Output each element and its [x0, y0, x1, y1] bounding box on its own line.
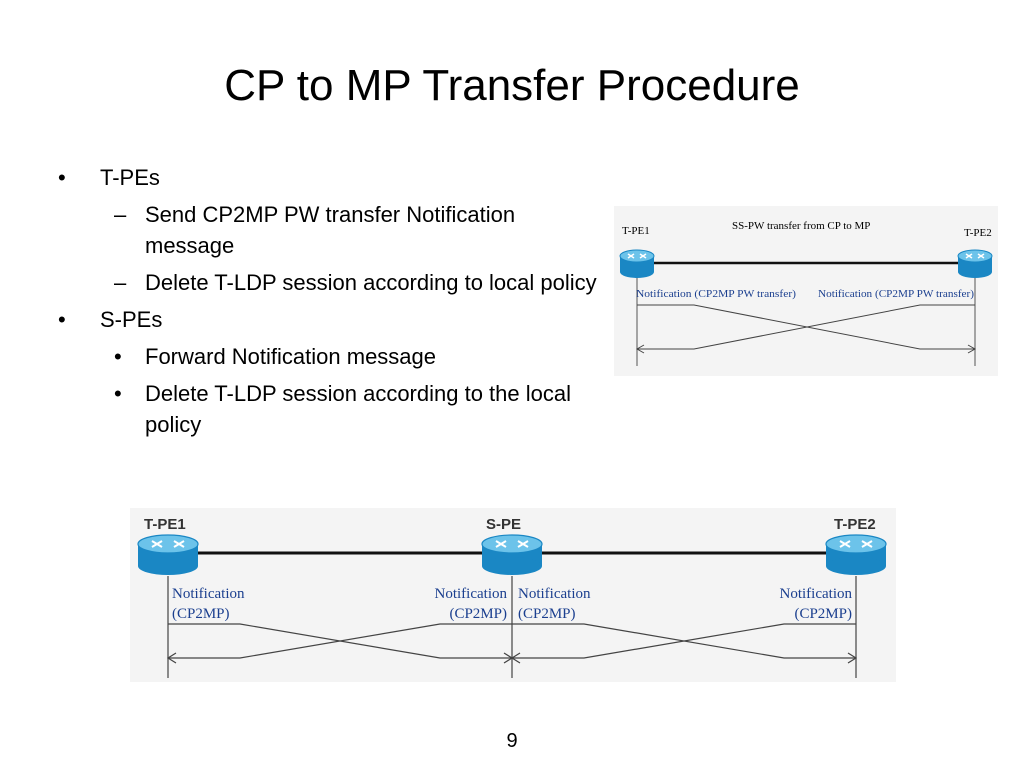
slide-title: CP to MP Transfer Procedure [224, 61, 800, 110]
sub-bullet-send-notification: – Send CP2MP PW transfer Notification me… [58, 199, 598, 261]
msg-label-right: Notification (CP2MP PW transfer) [818, 288, 974, 300]
router-icon [825, 534, 887, 575]
bullet-text: S-PEs [100, 307, 163, 332]
arrowheads [635, 344, 977, 354]
msg-label-left: Notification (CP2MP PW transfer) [636, 288, 796, 300]
sub-bullet-text: Delete T-LDP session according to the lo… [145, 381, 571, 437]
msg-label-line1: Notification [172, 586, 245, 602]
sub-bullet-text: Delete T-LDP session according to local … [145, 270, 597, 295]
msg-label-line1: Notification [518, 586, 591, 602]
node-label-t-pe1: T-PE1 [622, 225, 650, 237]
sub-bullet-forward-notification: • Forward Notification message [58, 341, 598, 372]
message-arrow-t-pe2-to-s-pe [512, 623, 856, 659]
router-icon [957, 249, 993, 278]
bullet-mark: • [114, 381, 122, 406]
message-arrow-s-pe-to-t-pe1 [168, 623, 512, 659]
msg-label-line1: Notification [435, 586, 508, 602]
msg-label-line2: (CP2MP) [172, 606, 230, 622]
msg-label-line1: Notification [780, 586, 853, 602]
bullet-list: • T-PEs – Send CP2MP PW transfer Notific… [58, 162, 598, 446]
arrowheads [166, 652, 858, 664]
node-label-t-pe2: T-PE2 [834, 516, 876, 533]
node-label-t-pe1: T-PE1 [144, 516, 186, 533]
sub-bullet-delete-session: – Delete T-LDP session according to loca… [58, 267, 598, 298]
node-label-t-pe2: T-PE2 [964, 227, 992, 239]
bullet-mark: • [58, 165, 66, 190]
bullet-mark: • [114, 344, 122, 369]
sub-bullet-text: Forward Notification message [145, 344, 437, 369]
sub-bullet-delete-session-local: • Delete T-LDP session according to the … [58, 378, 598, 440]
router-icon [137, 534, 199, 575]
message-arrow-right-to-left [637, 304, 975, 350]
page-number: 9 [506, 730, 518, 752]
bullet-text: T-PEs [100, 165, 160, 190]
msg-label-line2: (CP2MP) [518, 606, 576, 622]
bullet-s-pes: • S-PEs [58, 304, 598, 335]
bullet-mark: • [58, 307, 66, 332]
sub-bullet-text: Send CP2MP PW transfer Notification mess… [145, 202, 516, 258]
bullet-t-pes: • T-PEs [58, 162, 598, 193]
node-label-s-pe: S-PE [486, 516, 521, 533]
multi-segment-transfer-diagram: T-PE1 S-PE T-PE2 Notification (CP2MP) No… [130, 508, 896, 682]
msg-label-line2: (CP2MP) [449, 606, 507, 622]
router-icon [619, 249, 655, 278]
router-icon [481, 534, 543, 575]
ss-pw-transfer-diagram: T-PE1 T-PE2 SS-PW transfer from CP to MP… [614, 206, 998, 376]
dash-mark: – [114, 202, 127, 227]
diagram-caption: SS-PW transfer from CP to MP [732, 220, 870, 232]
dash-mark: – [114, 270, 127, 295]
msg-label-line2: (CP2MP) [794, 606, 852, 622]
diagram-panel [614, 206, 998, 376]
